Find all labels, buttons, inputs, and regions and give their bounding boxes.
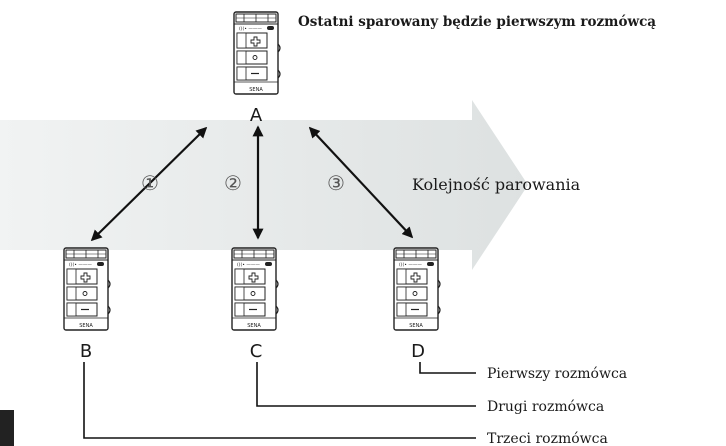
device-a-label: A	[250, 105, 263, 126]
pair-arrow-a-d	[308, 126, 414, 239]
device-c-brand: SENA	[247, 323, 261, 329]
step-2-label: ②	[224, 171, 242, 195]
device-b-label: B	[80, 341, 92, 362]
role-second-label: Drugi rozmówca	[487, 399, 604, 415]
device-d: SENA	[393, 247, 441, 331]
device-b: SENA	[63, 247, 111, 331]
pair-arrow-a-b	[90, 126, 208, 242]
corner-tab	[0, 410, 14, 446]
device-b-brand: SENA	[79, 323, 93, 329]
device-a-brand: SENA	[249, 87, 263, 93]
pairing-order-label: Kolejność parowania	[412, 175, 581, 194]
device-c-label: C	[250, 341, 263, 362]
role-line-third	[83, 362, 476, 439]
device-d-brand: SENA	[409, 323, 423, 329]
role-line-first	[419, 362, 476, 374]
step-3-label: ③	[327, 171, 345, 195]
step-1-label: ①	[141, 171, 159, 195]
device-d-label: D	[411, 341, 425, 362]
role-line-second	[256, 362, 476, 407]
role-first-label: Pierwszy rozmówca	[487, 366, 627, 382]
role-third-label: Trzeci rozmówca	[487, 431, 608, 446]
device-c: SENA	[231, 247, 279, 331]
device-a: SENA	[233, 11, 281, 95]
title: Ostatni sparowany będzie pierwszym rozmó…	[298, 14, 656, 30]
